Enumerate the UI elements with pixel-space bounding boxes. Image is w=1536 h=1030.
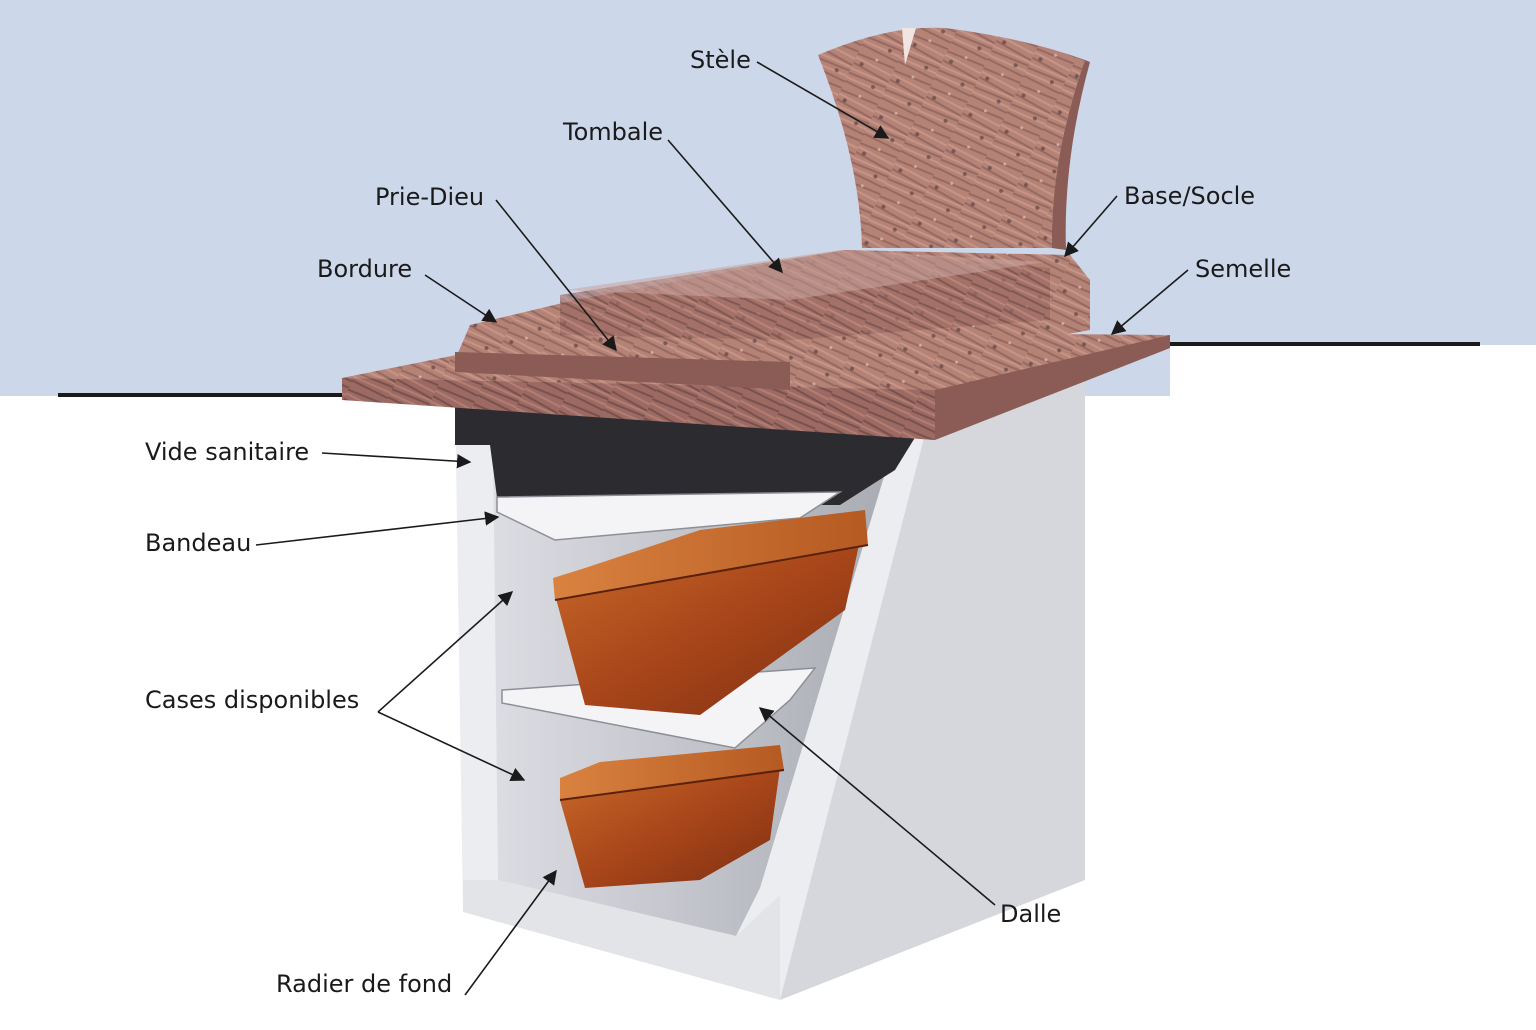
coffin-lower (559, 745, 785, 888)
coffin-upper (553, 510, 869, 715)
label-tombale: Tombale (563, 118, 664, 146)
tomb-top-assembly (455, 250, 1090, 390)
label-dalle: Dalle (1000, 900, 1062, 928)
stele-headstone (818, 27, 1090, 250)
label-vide-sanitaire: Vide sanitaire (145, 438, 310, 466)
label-radier-de-fond: Radier de fond (276, 970, 453, 998)
slab-upper (496, 491, 843, 541)
label-prie-dieu: Prie-Dieu (375, 183, 485, 211)
label-base-socle: Base/Socle (1124, 182, 1256, 210)
label-bordure: Bordure (317, 255, 413, 283)
label-bandeau: Bandeau (145, 529, 252, 557)
leader-lines (255, 61, 1189, 996)
label-stele: Stèle (690, 46, 751, 74)
label-cases-disponibles: Cases disponibles (145, 686, 360, 714)
label-semelle: Semelle (1195, 255, 1292, 283)
